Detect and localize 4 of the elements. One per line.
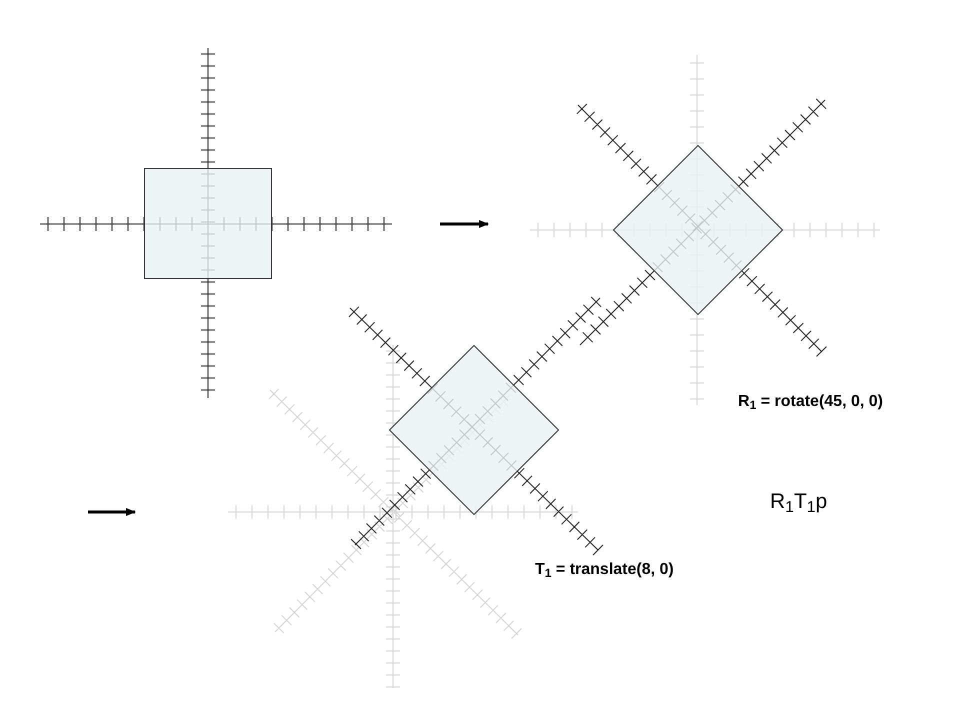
square (144, 168, 272, 279)
formula-label: R$_{1}$T$_{1}$p (770, 489, 828, 518)
formula-label: T$_{1}$ = translate(8, 0) (535, 560, 674, 582)
formula-label: R$_{1}$ = rotate(45, 0, 0) (738, 392, 883, 414)
